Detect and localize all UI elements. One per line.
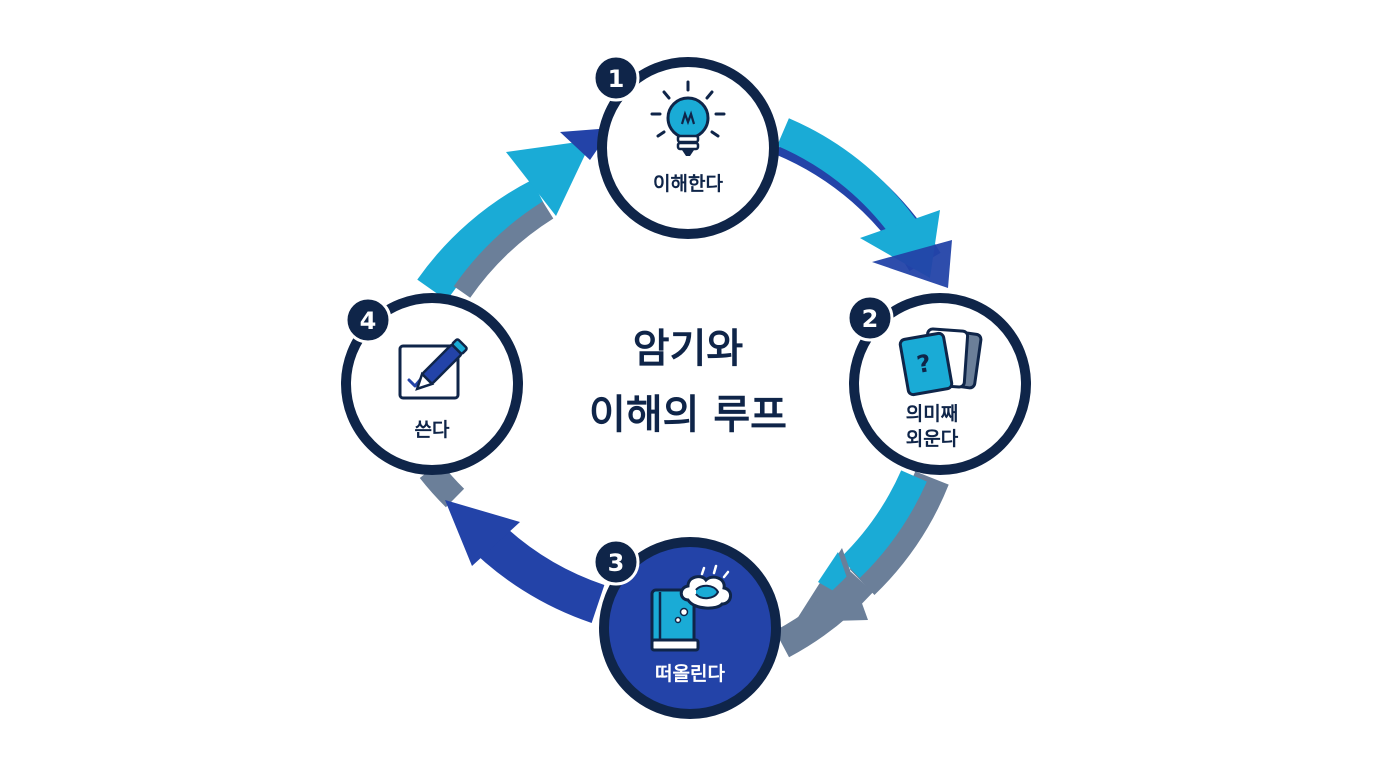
loop-arrows bbox=[417, 118, 952, 658]
step-badge-2: 2 bbox=[846, 294, 894, 342]
badge-number: 4 bbox=[360, 307, 377, 335]
badge-number: 1 bbox=[608, 65, 625, 93]
node-label-recall: 떠올린다 bbox=[655, 663, 725, 685]
step-badge-3: 3 bbox=[592, 538, 640, 586]
step-badge-4: 4 bbox=[344, 296, 392, 344]
flashcards-icon: ? bbox=[898, 327, 983, 397]
badge-number: 2 bbox=[862, 305, 879, 333]
node-memorize-meaning: ? 의미째 외운다 2 bbox=[846, 293, 1031, 475]
node-label-write: 쓴다 bbox=[415, 419, 450, 441]
step-badge-1: 1 bbox=[592, 54, 640, 102]
svg-text:?: ? bbox=[915, 349, 934, 379]
pencil-checkbox-icon bbox=[398, 338, 468, 400]
title-line-2: 이해의 루프 bbox=[589, 392, 787, 438]
arrow-2-to-3 bbox=[774, 470, 949, 658]
badge-number: 3 bbox=[608, 549, 625, 577]
arrow-4-to-1 bbox=[417, 128, 612, 301]
node-understand: 이해한다 1 bbox=[592, 54, 779, 239]
lightbulb-icon bbox=[650, 80, 726, 156]
node-label-memorize-line-2: 외운다 bbox=[906, 428, 959, 450]
arrow-3-to-4 bbox=[419, 461, 605, 623]
book-brain-icon bbox=[650, 564, 732, 652]
arrow-1-to-2 bbox=[775, 118, 952, 288]
node-label-memorize-line-1: 의미째 bbox=[906, 403, 958, 425]
node-recall: 떠올린다 3 bbox=[592, 537, 781, 719]
node-write: 쓴다 4 bbox=[341, 293, 523, 475]
title-line-1: 암기와 bbox=[633, 326, 744, 372]
center-title: 암기와 이해의 루프 bbox=[589, 326, 787, 438]
node-label-understand: 이해한다 bbox=[653, 173, 723, 195]
